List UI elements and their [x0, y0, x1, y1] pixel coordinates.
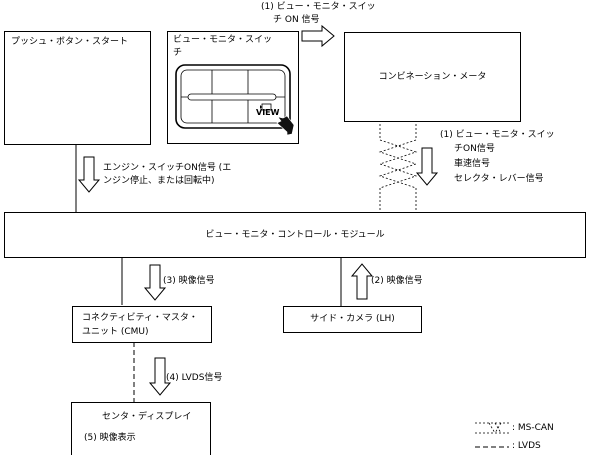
cmu-label-line2: ユニット (CMU)	[82, 327, 149, 337]
video-signal-3-label: (3) 映像信号	[163, 276, 215, 286]
combination-meter-box: コンビネーション・メータ	[344, 32, 521, 122]
arrow-switch-to-meter	[301, 24, 335, 48]
arrow-engine-down	[77, 156, 101, 193]
view-monitor-control-module-label: ビュー・モニタ・コントロール・モジュール	[205, 229, 385, 240]
switch-on-signal-label-line2: チ ON 信号	[273, 15, 320, 25]
view-monitor-switch-box: ビュー・モニタ・スイッチ VIEW	[167, 31, 299, 144]
legend-mscan-label: : MS-CAN	[512, 423, 554, 433]
view-button-label: VIEW	[256, 108, 280, 117]
meter-signal-label-line2: チON信号	[454, 144, 495, 154]
view-monitor-switch-label: ビュー・モニタ・スイッチ	[173, 34, 277, 60]
arrow-video3-down	[143, 264, 167, 301]
center-display-box: センタ・ディスプレイ (5) 映像表示	[71, 402, 211, 455]
engine-switch-signal-label-line1: エンジン・スイッチON信号 (エ	[103, 163, 232, 173]
selector-lever-signal-label: セレクタ・レバー信号	[454, 174, 544, 184]
cmu-label-line1: コネクティビティ・マスタ・	[82, 313, 198, 323]
push-button-start-box: プッシュ・ボタン・スタート	[4, 31, 151, 145]
push-button-start-label: プッシュ・ボタン・スタート	[11, 37, 129, 47]
side-camera-label: サイド・カメラ (LH)	[310, 314, 395, 324]
lvds-signal-label: (4) LVDS信号	[166, 373, 223, 383]
view-switch-illustration	[175, 64, 295, 136]
arrow-video2-up	[350, 263, 374, 300]
view-monitor-switch-text: ビュー・モニタ・スイッチ	[173, 35, 273, 58]
video-display-label: (5) 映像表示	[84, 433, 136, 443]
combination-meter-label: コンビネーション・メータ	[378, 71, 487, 82]
arrow-meter-down	[415, 147, 439, 186]
center-display-label: センタ・ディスプレイ	[102, 412, 192, 422]
side-camera-box: サイド・カメラ (LH)	[283, 306, 422, 333]
view-monitor-control-module-box: ビュー・モニタ・コントロール・モジュール	[4, 212, 586, 258]
cmu-box: コネクティビティ・マスタ・ ユニット (CMU)	[72, 306, 212, 343]
pointing-hand-icon-2	[276, 115, 295, 136]
legend-lvds-label: : LVDS	[512, 441, 541, 451]
mscan-twisted-pair	[378, 120, 418, 212]
arrow-lvds-down	[148, 357, 172, 396]
meter-signal-label-line1: (1) ビュー・モニタ・スイッ	[440, 130, 555, 140]
legend-mscan-symbol	[475, 422, 509, 434]
engine-switch-signal-label-line2: ンジン停止、または回転中)	[103, 176, 215, 186]
switch-on-signal-label-line1: (1) ビュー・モニタ・スイッ	[261, 2, 376, 12]
video-signal-2-label: (2) 映像信号	[371, 276, 423, 286]
vehicle-speed-signal-label: 車速信号	[454, 159, 491, 169]
